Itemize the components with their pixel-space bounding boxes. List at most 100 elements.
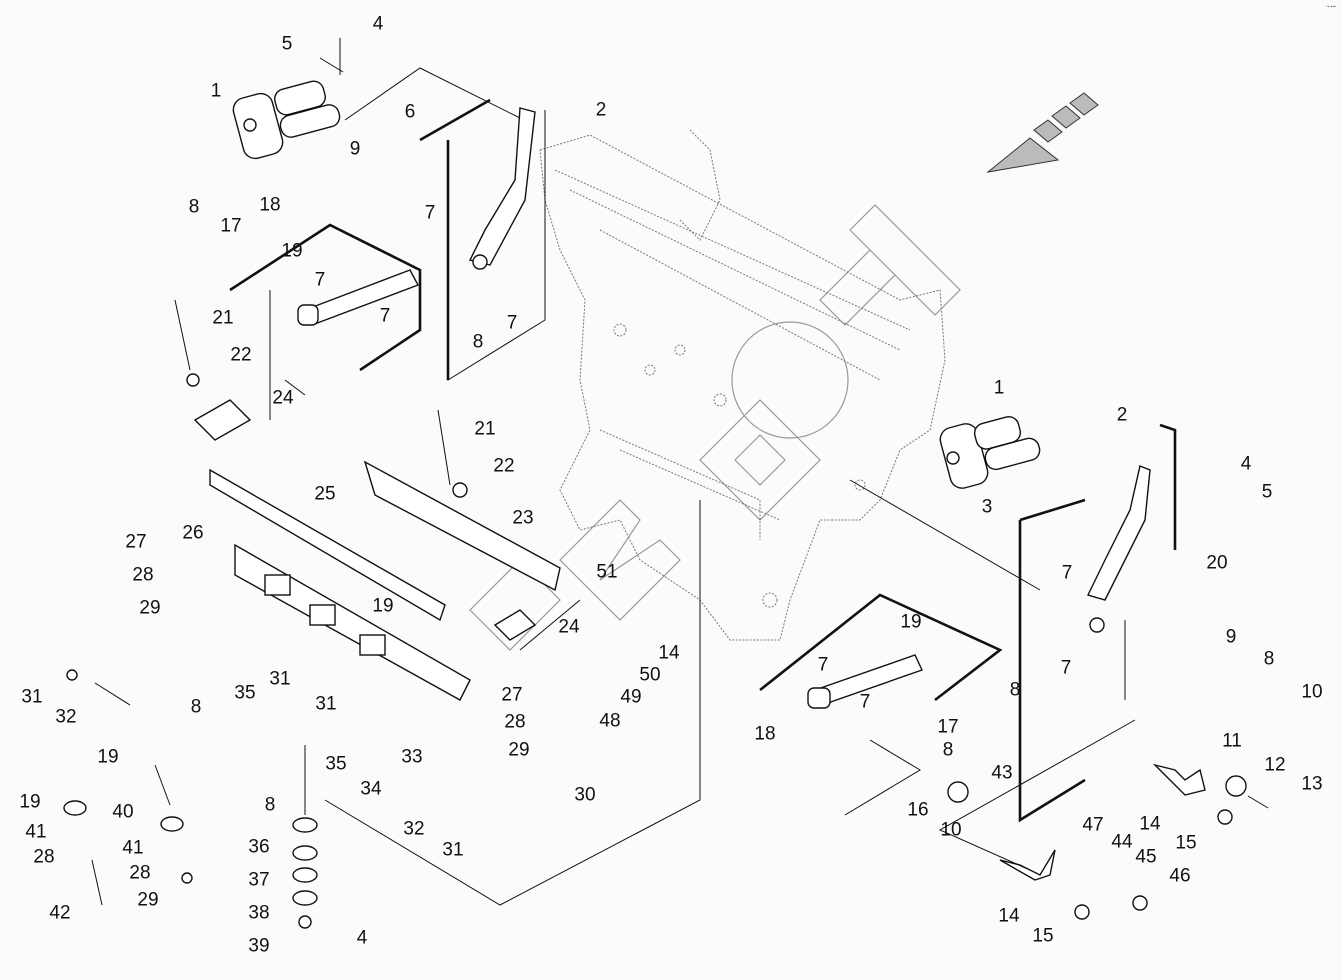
callout-8-a: 8 bbox=[188, 196, 200, 218]
callout-4-right: 4 bbox=[1240, 453, 1252, 475]
callout-17-right: 17 bbox=[937, 716, 959, 738]
callout-4-bottom: 4 bbox=[356, 927, 368, 949]
bracket-left bbox=[193, 399, 252, 441]
callout-19-a: 19 bbox=[281, 240, 303, 262]
callout-8-c: 8 bbox=[190, 696, 202, 718]
callout-7-d: 7 bbox=[506, 312, 518, 334]
callout-28-c: 28 bbox=[33, 846, 55, 868]
main-frame-chassis bbox=[539, 129, 946, 641]
callout-45: 45 bbox=[1135, 846, 1157, 868]
callout-29-b: 29 bbox=[508, 739, 530, 761]
beam-25 bbox=[209, 468, 446, 622]
callout-8-d: 8 bbox=[264, 794, 276, 816]
callout-1-right: 1 bbox=[993, 377, 1005, 399]
callout-16: 16 bbox=[907, 799, 929, 821]
callout-29-a: 29 bbox=[139, 597, 161, 619]
callout-21-a: 21 bbox=[212, 307, 234, 329]
callout-34: 34 bbox=[360, 778, 382, 800]
callout-5-right: 5 bbox=[1261, 481, 1273, 503]
callout-24-b: 24 bbox=[558, 616, 580, 638]
leader-lines bbox=[229, 67, 1177, 906]
callout-15-a: 15 bbox=[1175, 832, 1197, 854]
callout-25: 25 bbox=[314, 483, 336, 505]
lever-left bbox=[468, 107, 536, 270]
callout-46: 46 bbox=[1169, 865, 1191, 887]
callout-7-h: 7 bbox=[859, 691, 871, 713]
callout-8-e: 8 bbox=[1263, 648, 1275, 670]
callout-17-left: 17 bbox=[220, 215, 242, 237]
callout-32-b: 32 bbox=[403, 818, 425, 840]
callout-31-b: 31 bbox=[269, 668, 291, 690]
callout-39: 39 bbox=[248, 935, 270, 957]
callout-9-left: 9 bbox=[349, 138, 361, 160]
callout-18-right: 18 bbox=[754, 723, 776, 745]
callout-29-c: 29 bbox=[137, 889, 159, 911]
callout-19-d: 19 bbox=[19, 791, 41, 813]
callout-9-right: 9 bbox=[1225, 626, 1237, 648]
callout-21-b: 21 bbox=[474, 418, 496, 440]
callout-47: 47 bbox=[1082, 814, 1104, 836]
callout-7-c: 7 bbox=[379, 305, 391, 327]
callout-14-a: 14 bbox=[658, 642, 680, 664]
callout-20: 20 bbox=[1206, 552, 1228, 574]
callout-14-c: 14 bbox=[998, 905, 1020, 927]
callout-31-c: 31 bbox=[315, 693, 337, 715]
callout-6: 6 bbox=[404, 101, 416, 123]
callout-19-b: 19 bbox=[372, 595, 394, 617]
callout-49: 49 bbox=[620, 686, 642, 708]
watermark bbox=[469, 204, 961, 651]
callout-31-d: 31 bbox=[442, 839, 464, 861]
callout-14-b: 14 bbox=[1139, 813, 1161, 835]
callout-8-b: 8 bbox=[472, 331, 484, 353]
left-lower-parts bbox=[63, 669, 193, 906]
callout-37: 37 bbox=[248, 869, 270, 891]
callout-48: 48 bbox=[599, 710, 621, 732]
callout-13: 13 bbox=[1301, 773, 1323, 795]
callout-10-a: 10 bbox=[1301, 681, 1323, 703]
callout-22-b: 22 bbox=[493, 455, 515, 477]
callout-19-e: 19 bbox=[900, 611, 922, 633]
callout-18-left: 18 bbox=[259, 194, 281, 216]
callout-40: 40 bbox=[112, 801, 134, 823]
actuator-left bbox=[232, 80, 341, 160]
callout-8-g: 8 bbox=[942, 739, 954, 761]
link-arm-right bbox=[807, 654, 923, 709]
mount-stack bbox=[292, 745, 318, 929]
callout-5-top: 5 bbox=[281, 33, 293, 55]
callout-41-a: 41 bbox=[25, 821, 47, 843]
bracket-middle bbox=[493, 609, 537, 641]
callout-28-a: 28 bbox=[132, 564, 154, 586]
callout-27-a: 27 bbox=[125, 531, 147, 553]
callout-3: 3 bbox=[981, 496, 993, 518]
callout-31-a: 31 bbox=[21, 686, 43, 708]
callout-2-right: 2 bbox=[1116, 404, 1128, 426]
callout-28-b: 28 bbox=[504, 711, 526, 733]
callout-23: 23 bbox=[512, 507, 534, 529]
callout-41-b: 41 bbox=[122, 837, 144, 859]
callout-44: 44 bbox=[1111, 831, 1133, 853]
right-lower-linkage bbox=[947, 763, 1269, 920]
guide-23 bbox=[363, 460, 561, 592]
callout-51: 51 bbox=[596, 561, 618, 583]
callout-28-d: 28 bbox=[129, 862, 151, 884]
lever-right bbox=[1087, 465, 1151, 633]
callout-7-a: 7 bbox=[424, 202, 436, 224]
callout-27-b: 27 bbox=[501, 684, 523, 706]
travel-direction-arrow bbox=[986, 92, 1099, 173]
pin-left bbox=[319, 38, 344, 75]
callout-19-c: 19 bbox=[97, 746, 119, 768]
callout-50: 50 bbox=[639, 664, 661, 686]
callout-7-g: 7 bbox=[1060, 657, 1072, 679]
callout-35-a: 35 bbox=[234, 682, 256, 704]
actuator-right bbox=[939, 416, 1041, 489]
callout-30: 30 bbox=[574, 784, 596, 806]
callout-2-top: 2 bbox=[595, 99, 607, 121]
callout-24-a: 24 bbox=[272, 387, 294, 409]
callout-38: 38 bbox=[248, 902, 270, 924]
callout-11: 11 bbox=[1222, 730, 1242, 752]
callout-12: 12 bbox=[1264, 754, 1286, 776]
callout-4-top: 4 bbox=[372, 13, 384, 35]
bolts-21 bbox=[174, 299, 468, 498]
callout-1-left: 1 bbox=[210, 80, 222, 102]
